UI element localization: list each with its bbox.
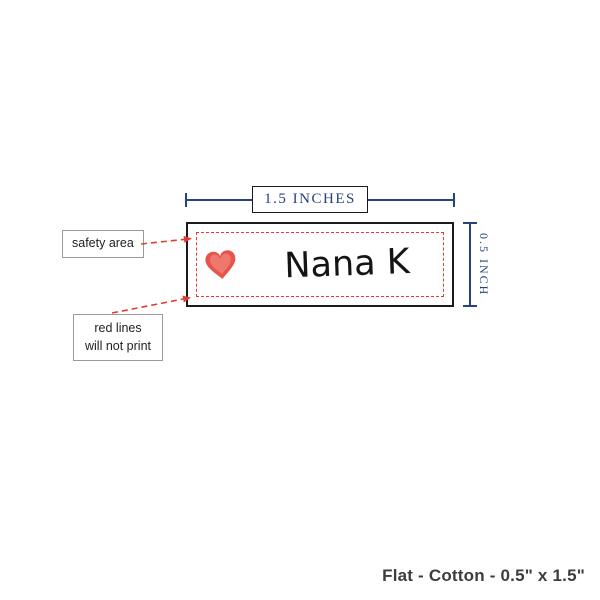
height-dimension-tick-bottom [463, 305, 477, 307]
red-lines-callout: red lines will not print [73, 314, 163, 361]
red-lines-callout-line2: will not print [85, 338, 151, 353]
width-dimension-label: 1.5 INCHES [252, 186, 368, 213]
width-dimension-tick-right [453, 193, 455, 207]
safety-area-outline [196, 232, 444, 297]
width-dimension-tick-left [185, 193, 187, 207]
product-caption: Flat - Cotton - 0.5" x 1.5" [382, 566, 585, 585]
height-dimension-label: 0.5 INCH [477, 233, 491, 297]
red-lines-callout-line1: red lines [94, 321, 142, 335]
heart-icon [205, 250, 237, 280]
label-name-text: Nana K [283, 241, 411, 286]
safety-area-callout: safety area [62, 230, 144, 258]
label-preview: Nana K [186, 222, 454, 307]
height-dimension-line [469, 223, 471, 306]
red-lines-arrow [111, 295, 191, 314]
safety-area-arrow [140, 235, 192, 245]
height-dimension-tick-top [463, 222, 477, 224]
